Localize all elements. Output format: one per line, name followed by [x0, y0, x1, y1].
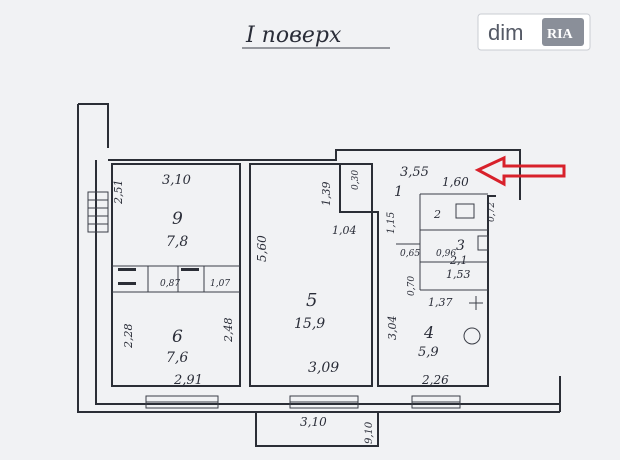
dimension-label: 2,51: [112, 180, 125, 206]
room-number: 3: [456, 238, 465, 254]
room-number: 5: [306, 290, 317, 311]
dimension-label: 0,72: [487, 202, 497, 222]
dimension-label: 2,91: [173, 373, 203, 388]
room-area: 7,8: [166, 234, 188, 250]
page-title: I поверх: [245, 23, 342, 48]
dimension-label: 1,60: [442, 175, 469, 189]
dimension-label: 1,15: [386, 212, 397, 234]
dimension-label: 3,55: [400, 165, 429, 180]
dimension-label: 3,04: [386, 316, 399, 341]
dimension-label: 2,26: [421, 373, 449, 387]
dimension-label: 1,37: [428, 296, 453, 309]
dimension-label: 0,70: [407, 276, 417, 296]
rooms-right-block: [339, 164, 496, 387]
dimension-label: 3,10: [162, 173, 191, 188]
room-number: 9: [172, 209, 183, 229]
dimension-label: 1,04: [332, 224, 357, 237]
room-area: 2,1: [449, 254, 468, 267]
windows: [145, 395, 461, 409]
dimension-labels: 3,10 2,51 5,60 1,39 1,04 3,55 1,60 1,15 …: [112, 165, 497, 444]
room-number: 6: [172, 327, 183, 347]
left-stairs: [87, 191, 109, 233]
watermark-brand: dim: [488, 20, 523, 45]
watermark-badge: RIA: [547, 27, 574, 42]
porch-outline: [255, 412, 379, 447]
dimension-label: 0,87: [160, 279, 180, 289]
dimension-label: 9,10: [364, 421, 375, 444]
room-area: 15,9: [294, 316, 325, 332]
room-area: 7,6: [166, 350, 188, 366]
dimension-label: 1,53: [446, 268, 471, 281]
room-number: 2: [433, 208, 441, 221]
room-area: 5,9: [418, 345, 439, 360]
dimension-label: 2,28: [122, 324, 135, 350]
dimension-label: 1,07: [210, 279, 230, 289]
dimension-label: 3,10: [300, 415, 327, 429]
dimension-label: 5,60: [255, 235, 269, 262]
room-number: 4: [423, 323, 434, 342]
dimension-label: 1,39: [320, 182, 333, 207]
dimension-label: 0,65: [400, 249, 420, 259]
dimension-label: 0,96: [436, 249, 456, 259]
room-number: 1: [394, 184, 403, 200]
room-labels: 9 7,8 6 7,6 5 15,9 1 2 3 2,1 4 5,9: [166, 184, 468, 366]
dimension-label: 3,09: [308, 360, 339, 376]
room-5-outline: [249, 163, 373, 387]
dimension-label: 2,48: [222, 318, 235, 344]
watermark-logo: dim RIA: [477, 13, 591, 51]
red-arrow-icon: [474, 155, 566, 187]
dimension-label: 0,30: [351, 170, 361, 190]
rooms-left-block: [111, 163, 241, 387]
